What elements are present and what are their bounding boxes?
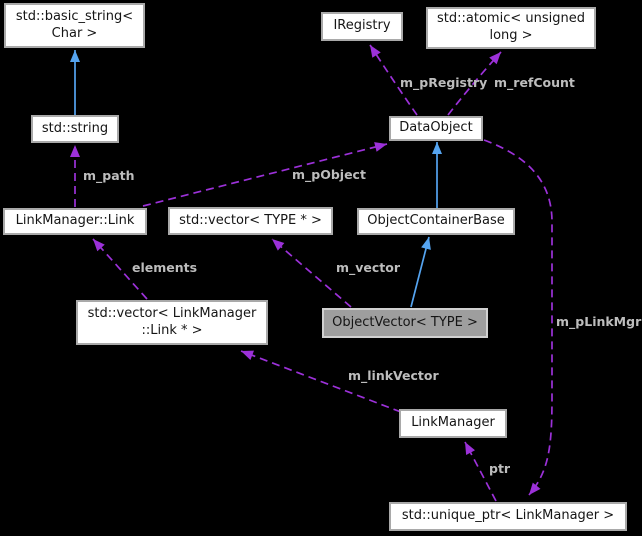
node-label: std::atomic< unsigned — [437, 11, 585, 27]
edge-label-m-plinkmgr: m_pLinkMgr — [556, 314, 642, 329]
node-label: ::Link * > — [141, 322, 203, 338]
node-label: Char > — [51, 25, 98, 41]
edge-m-plinkmgr — [483, 139, 553, 496]
node-std-vector-type[interactable]: std::vector< TYPE * > — [168, 207, 333, 235]
edge-m-vector — [271, 238, 352, 308]
node-label: ObjectContainerBase — [367, 213, 505, 229]
node-label: DataObject — [399, 120, 473, 136]
node-std-basic-string[interactable]: std::basic_string< Char > — [4, 3, 145, 48]
edge-label-m-pregistry: m_pRegistry — [400, 75, 488, 90]
node-std-vector-linkmanager-link[interactable]: std::vector< LinkManager ::Link * > — [76, 300, 268, 345]
edge-label-m-path: m_path — [83, 168, 135, 183]
node-linkmanager-link[interactable]: LinkManager::Link — [3, 208, 147, 235]
edge-label-ptr: ptr — [489, 461, 511, 476]
edge-label-m-pobject: m_pObject — [292, 167, 366, 182]
edge-label-m-linkvector: m_linkVector — [348, 368, 439, 383]
node-iregistry[interactable]: IRegistry — [321, 12, 403, 41]
edge-label-elements: elements — [132, 260, 198, 275]
node-dataobject[interactable]: DataObject — [389, 116, 483, 141]
node-label: std::vector< TYPE * > — [179, 212, 322, 228]
node-label: long > — [489, 28, 533, 43]
node-label: std::vector< LinkManager — [87, 305, 257, 321]
node-label: std::basic_string< — [15, 8, 134, 24]
node-label: std::string — [41, 120, 109, 136]
edge-elements — [92, 238, 148, 300]
edge-label-m-vector: m_vector — [336, 260, 401, 275]
node-label: LinkManager — [411, 415, 495, 431]
edge-label-m-refcount: m_refCount — [494, 75, 575, 90]
node-linkmanager[interactable]: LinkManager — [399, 409, 507, 438]
node-objectvector-current[interactable]: ObjectVector< TYPE > — [322, 308, 488, 338]
edge-m-pobject — [142, 142, 388, 207]
node-objectcontainerbase[interactable]: ObjectContainerBase — [357, 208, 515, 235]
edge-m-pregistry — [369, 44, 418, 116]
edge-m-refcount — [447, 51, 502, 116]
node-label: ObjectVector< TYPE > — [332, 314, 478, 330]
edge-m-linkvector — [240, 350, 402, 413]
node-label: std::unique_ptr< LinkManager > — [401, 508, 615, 524]
edge-ptr — [464, 441, 497, 502]
node-std-unique-ptr-linkmanager[interactable]: std::unique_ptr< LinkManager > — [389, 502, 627, 531]
node-std-atomic[interactable]: std::atomic< unsigned long > — [426, 7, 596, 49]
edge-objectvector-to-objectcontainerbase — [410, 236, 431, 308]
node-label: IRegistry — [333, 18, 391, 34]
node-std-string[interactable]: std::string — [31, 115, 119, 143]
node-label: LinkManager::Link — [15, 213, 135, 229]
